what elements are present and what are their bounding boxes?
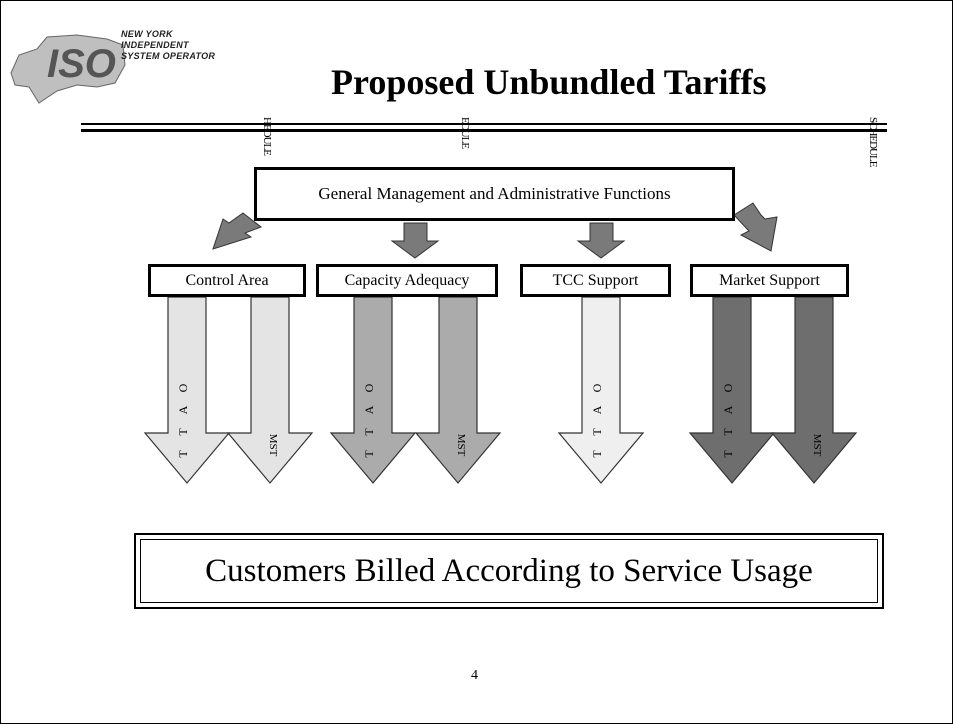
function-box-tcc-support: TCC Support [520, 264, 671, 297]
down-arrow-market-support-mst [770, 296, 858, 484]
arrow-label-tcc-support-oatt-char: T [590, 428, 604, 436]
page-title: Proposed Unbundled Tariffs [331, 62, 767, 102]
function-box-market-support: Market Support [690, 264, 849, 297]
feeder-arrow-market-support [733, 202, 778, 252]
function-box-control-area: Control Area [148, 264, 306, 297]
footer-text: Customers Billed According to Service Us… [140, 539, 878, 603]
title-rule-bottom [81, 129, 887, 132]
arrow-label-tcc-support-oatt-char: A [590, 405, 604, 414]
feeder-arrow-tcc-support [576, 222, 626, 259]
function-box-capacity-adequacy: Capacity Adequacy [316, 264, 498, 297]
logo-mark: ISO [47, 42, 116, 86]
down-arrow-control-area-oatt [143, 296, 231, 484]
arrow-label-tcc-support-oatt-char: O [590, 383, 604, 392]
down-arrow-tcc-support-oatt [557, 296, 645, 484]
arrow-label-capacity-adequacy-oatt-char: T [362, 428, 376, 436]
down-arrow-market-support-oatt [688, 296, 776, 484]
feeder-arrow-control-area [212, 212, 263, 250]
arrow-label-capacity-adequacy-oatt-char: T [362, 450, 376, 458]
arrow-label-control-area-oatt-char: T [176, 428, 190, 436]
arrow-label-market-support-oatt-char: T [721, 428, 735, 436]
management-box: General Management and Administrative Fu… [254, 167, 735, 221]
feeder-arrow-capacity-adequacy [390, 222, 440, 259]
arrow-label-control-area-mst: MST [267, 434, 279, 457]
page-number: 4 [471, 668, 478, 683]
down-arrow-control-area-mst [226, 296, 314, 484]
arrow-label-control-area-oatt-char: A [176, 405, 190, 414]
logo-line-2: INDEPENDENT [121, 40, 189, 50]
arrow-label-market-support-oatt-char: T [721, 450, 735, 458]
arrow-label-market-support-oatt-char: A [721, 405, 735, 414]
arrow-label-control-area-oatt-char: T [176, 450, 190, 458]
logo-line-1: NEW YORK [121, 29, 173, 39]
logo-line-3: SYSTEM OPERATOR [121, 51, 216, 61]
arrow-label-market-support-mst: MST [811, 434, 823, 457]
arrow-label-control-area-oatt-char: O [176, 383, 190, 392]
title-rule-top [81, 123, 887, 125]
down-arrow-capacity-adequacy-mst [414, 296, 502, 484]
down-arrow-capacity-adequacy-oatt [329, 296, 417, 484]
arrow-label-capacity-adequacy-oatt-char: O [362, 383, 376, 392]
footer-box: Customers Billed According to Service Us… [134, 533, 884, 609]
arrow-label-capacity-adequacy-mst: MST [455, 434, 467, 457]
nyiso-logo: ISO [10, 34, 126, 104]
arrow-label-tcc-support-oatt-char: T [590, 450, 604, 458]
logo-text: NEW YORK INDEPENDENT SYSTEM OPERATOR [121, 29, 261, 62]
arrow-label-capacity-adequacy-oatt-char: A [362, 405, 376, 414]
arrow-label-market-support-oatt-char: O [721, 383, 735, 392]
